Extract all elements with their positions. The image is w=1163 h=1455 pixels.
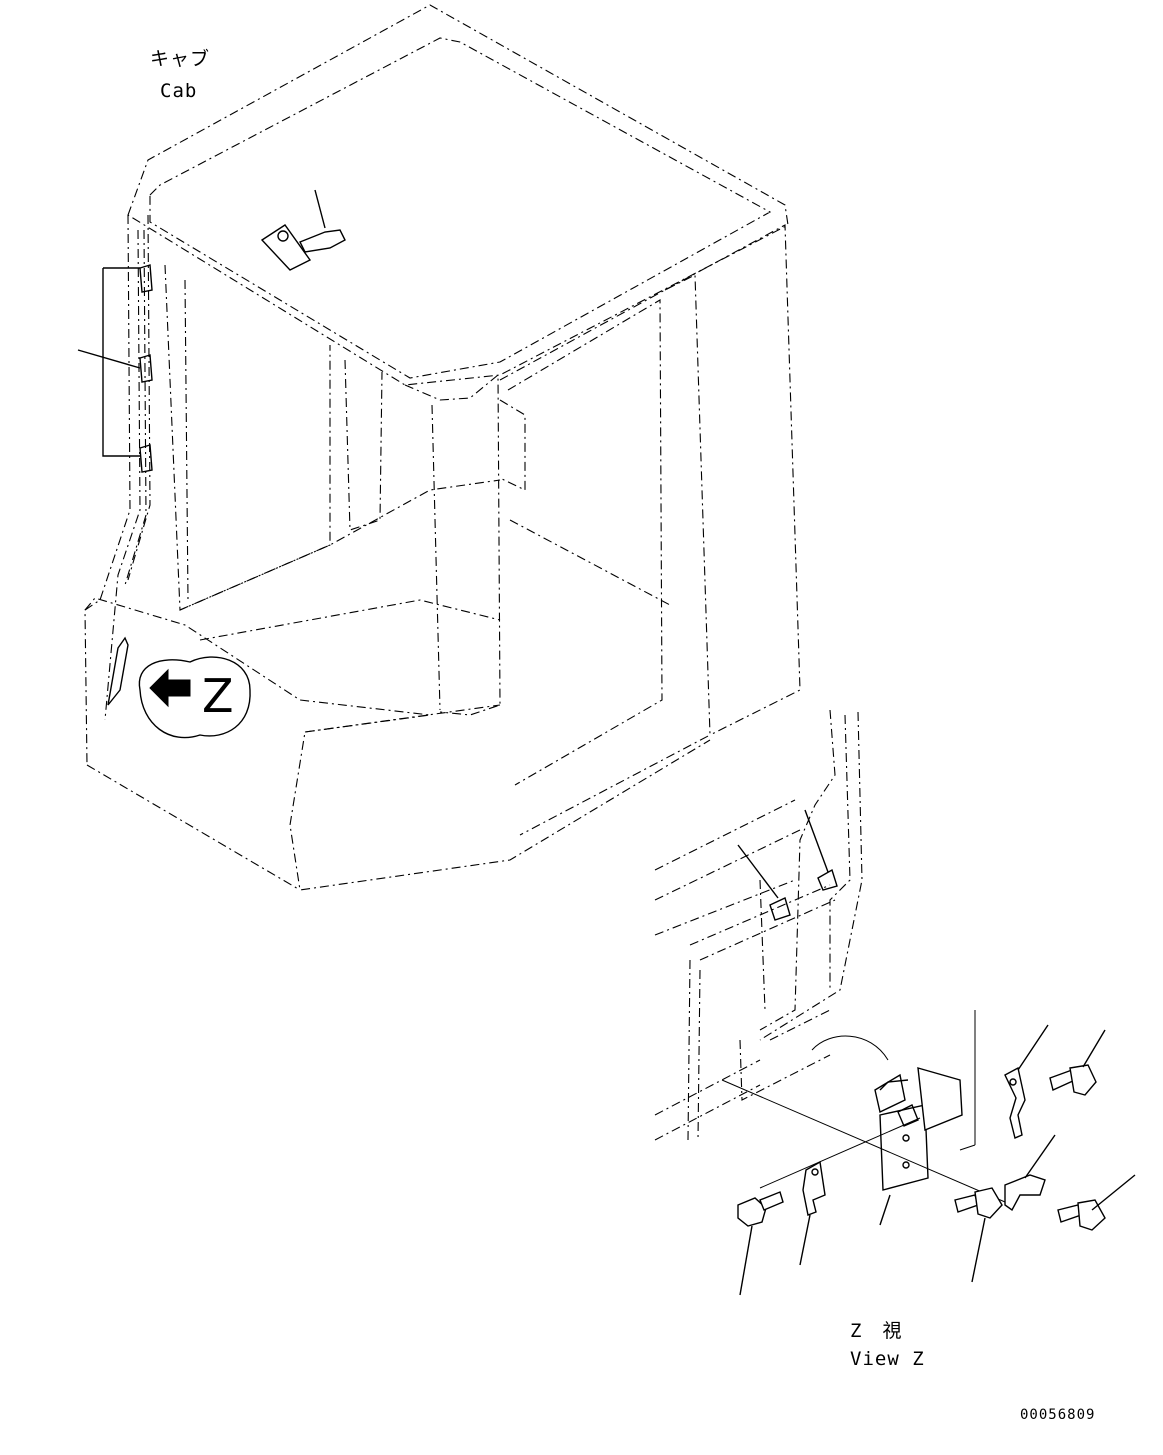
cab-label-en: Cab [160, 80, 198, 102]
cab-parts [77, 189, 346, 706]
cab-outline [84, 4, 801, 891]
figure-number: 00056809 [1020, 1407, 1096, 1423]
view-label-en: View Z [850, 1348, 925, 1370]
view-z-letter: Z [202, 669, 235, 723]
cab-label-jp: キャブ [150, 48, 211, 70]
arrow-icon [149, 668, 191, 708]
view-z-marker [138, 656, 251, 739]
view-label-jp: Z 視 [850, 1320, 903, 1342]
view-z-outline [654, 709, 863, 1141]
view-z-parts [721, 809, 1136, 1296]
